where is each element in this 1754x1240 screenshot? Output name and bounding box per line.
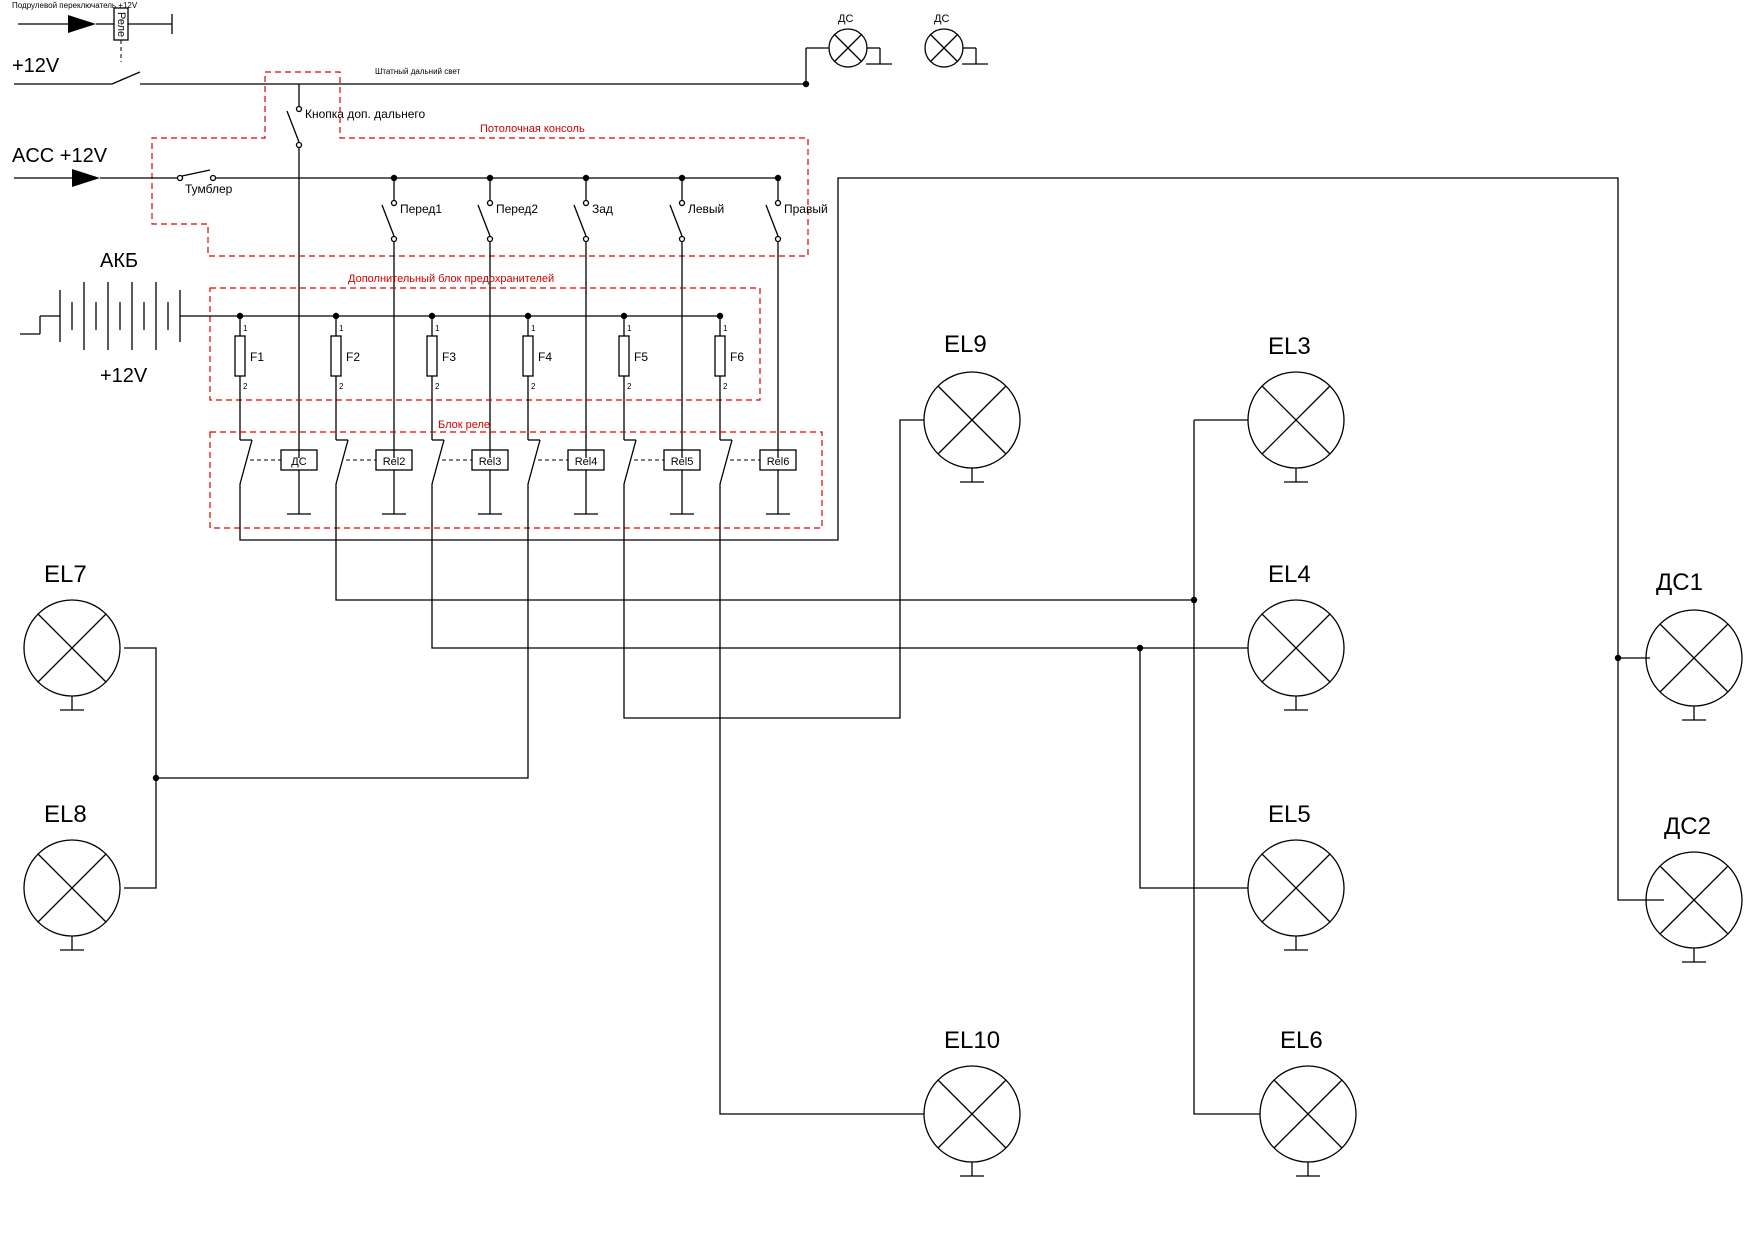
fuse-pin-bottom: 2 <box>435 382 440 391</box>
lamp-ds2: ДС2 <box>1645 813 1743 963</box>
fuse-pin-top: 1 <box>339 324 344 333</box>
lamp-ds1: ДС1 <box>1645 569 1743 721</box>
relay-label: Rel5 <box>671 456 694 468</box>
tumbler-label: Тумблер <box>185 182 233 196</box>
console-switch: Перед2 <box>477 178 538 458</box>
fuse: 1 2 F6 <box>714 312 744 440</box>
knopka-label: Кнопка доп. дальнего <box>305 107 425 121</box>
fuse-pin-bottom: 2 <box>339 382 344 391</box>
fuse-pin-top: 1 <box>723 324 728 333</box>
lamp-label: ДС2 <box>1664 813 1711 840</box>
relay-block <box>209 431 823 529</box>
relays: ДС Rel2 Rel3 Rel4 Rel5 Rel6 <box>239 439 797 515</box>
fuse-pin-top: 1 <box>435 324 440 333</box>
fuse-label: F3 <box>442 350 456 364</box>
lamp-label: ДС1 <box>1656 569 1703 596</box>
fuse-pin-bottom: 2 <box>627 382 632 391</box>
lamp-el5: EL5 <box>1247 801 1345 951</box>
lamp-label: EL7 <box>44 561 87 588</box>
top-relay-circuit: Подрулевой переключатель +12V Реле <box>12 1 173 62</box>
fuse-label: F6 <box>730 350 744 364</box>
fuse-pin-bottom: 2 <box>243 382 248 391</box>
console-block <box>151 71 809 257</box>
lamp-label: EL6 <box>1280 1027 1323 1054</box>
relay: Rel5 <box>623 439 701 515</box>
lamp-label: EL9 <box>944 331 987 358</box>
fuse-pin-bottom: 2 <box>723 382 728 391</box>
lamp-el8: EL8 <box>23 801 121 951</box>
battery: АКБ +12V <box>20 250 722 387</box>
output-wires <box>124 177 1664 1115</box>
console-switch: Зад <box>573 178 613 458</box>
lamp-label: EL5 <box>1268 801 1311 828</box>
lamp-label: EL10 <box>944 1027 1000 1054</box>
fuses: 1 2 F1 1 2 F2 1 2 F3 1 2 F4 1 2 F5 1 2 F6 <box>234 312 744 440</box>
lamp-el3: EL3 <box>1247 333 1345 483</box>
shtatny-label: Штатный дальний свет <box>375 67 461 76</box>
fuse-pin-top: 1 <box>627 324 632 333</box>
ds-top-lamp-2: ДС <box>924 13 964 68</box>
hint-label: Подрулевой переключатель +12V <box>12 1 138 10</box>
fuse: 1 2 F1 <box>234 312 264 440</box>
lamp-label: EL4 <box>1268 561 1311 588</box>
console-switch-label: Правый <box>784 202 828 216</box>
lamp-el4: EL4 <box>1247 561 1345 711</box>
fuse-pin-top: 1 <box>531 324 536 333</box>
relay-label: Rel3 <box>479 456 502 468</box>
fuse-label: F1 <box>250 350 264 364</box>
akb-label: АКБ <box>100 250 138 272</box>
lamp-el10: EL10 <box>923 1027 1021 1177</box>
akb-plus12-label: +12V <box>100 365 148 387</box>
relay: Rel3 <box>431 439 509 515</box>
console-switch: Правый <box>765 178 828 458</box>
relay: Rel2 <box>335 439 413 515</box>
console-block-label: Потолочная консоль <box>480 123 585 135</box>
fuse: 1 2 F5 <box>618 312 648 440</box>
fuse: 1 2 F3 <box>426 312 456 440</box>
ds-top-label-1: ДС <box>838 13 853 25</box>
fuse-pin-top: 1 <box>243 324 248 333</box>
relay: Rel4 <box>527 439 605 515</box>
knopka-switch: Кнопка доп. дальнего <box>286 84 425 458</box>
lamp-el6: EL6 <box>1259 1027 1357 1177</box>
fuse-label: F2 <box>346 350 360 364</box>
console-switch-label: Перед2 <box>496 202 538 216</box>
lamp-el7: EL7 <box>23 561 121 711</box>
ds-top-lamp-1: ДС <box>828 13 868 68</box>
fuse-label: F5 <box>634 350 648 364</box>
relay: ДС <box>239 439 318 515</box>
lamp-label: EL8 <box>44 801 87 828</box>
relay: Rel6 <box>719 439 797 515</box>
relay-label: ДС <box>291 456 306 468</box>
fuse-block-label: Дополнительный блок предохранителей <box>348 273 554 285</box>
fuse: 1 2 F2 <box>330 312 360 440</box>
fuse: 1 2 F4 <box>522 312 552 440</box>
ds-top-label-2: ДС <box>934 13 949 25</box>
rele-box-label: Реле <box>115 12 127 37</box>
relay-block-label: Блок реле <box>438 419 490 431</box>
fuse-pin-bottom: 2 <box>531 382 536 391</box>
console-switch: Перед1 <box>381 178 442 458</box>
lamp-el9: EL9 <box>923 331 1021 483</box>
acc-line: ACC +12V Тумблер <box>12 145 782 196</box>
plus12-top-label: +12V <box>12 55 60 77</box>
fuse-block <box>209 287 761 401</box>
console-switch-label: Перед1 <box>400 202 442 216</box>
headlight-line: +12V Штатный дальний свет ДС ДС <box>12 13 988 88</box>
relay-label: Rel2 <box>383 456 406 468</box>
acc-label: ACC +12V <box>12 145 108 167</box>
relay-label: Rel6 <box>767 456 790 468</box>
lamp-label: EL3 <box>1268 333 1311 360</box>
console-switch: Левый <box>669 178 724 458</box>
console-switch-label: Зад <box>592 202 613 216</box>
relay-label: Rel4 <box>575 456 598 468</box>
console-switches: Перед1 Перед2 Зад Левый Правый <box>381 178 828 458</box>
console-switch-label: Левый <box>688 202 724 216</box>
fuse-label: F4 <box>538 350 552 364</box>
